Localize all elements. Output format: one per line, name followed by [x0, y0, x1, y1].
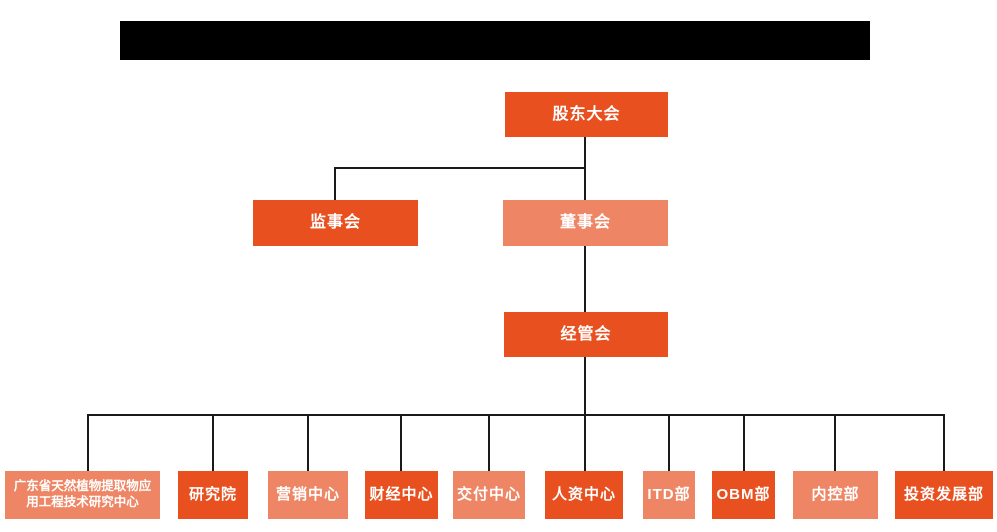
org-node-internal-control-dept: 内控部 [793, 471, 878, 519]
connector-drop-itd [668, 416, 670, 471]
org-node-board-of-directors: 董事会 [503, 200, 668, 246]
redacted-title-bar [120, 21, 870, 60]
connector-drop-obm [743, 416, 745, 471]
org-node-hr-center: 人资中心 [545, 471, 623, 519]
connector-drop-internal-control [834, 416, 836, 471]
connector-management-to-bus [584, 357, 586, 414]
org-node-supervisory-board: 监事会 [253, 200, 418, 246]
org-node-marketing-center: 营销中心 [268, 471, 348, 519]
connector-directors-to-management [584, 246, 586, 312]
connector-drop-finance [400, 416, 402, 471]
connector-drop-hr [584, 416, 586, 471]
connector-drop-research-institute [212, 416, 214, 471]
org-node-shareholders-meeting: 股东大会 [505, 92, 668, 137]
connector-drop-supervisory [334, 167, 336, 200]
org-node-obm-dept: OBM部 [712, 471, 775, 519]
org-node-investment-development-dept: 投资发展部 [895, 471, 993, 519]
connector-drop-marketing [307, 416, 309, 471]
org-node-finance-center: 财经中心 [365, 471, 438, 519]
org-node-delivery-center: 交付中心 [453, 471, 525, 519]
org-node-research-center: 广东省天然植物提取物应用工程技术研究中心 [5, 471, 160, 519]
connector-row2-horizontal [334, 167, 586, 169]
org-node-research-institute: 研究院 [178, 471, 248, 519]
org-node-management-committee: 经管会 [504, 312, 668, 357]
connector-drop-research-center [87, 416, 89, 471]
connector-drop-investment [943, 416, 945, 471]
connector-bus-horizontal [87, 414, 945, 416]
org-node-itd-dept: ITD部 [643, 471, 695, 519]
connector-drop-delivery [488, 416, 490, 471]
